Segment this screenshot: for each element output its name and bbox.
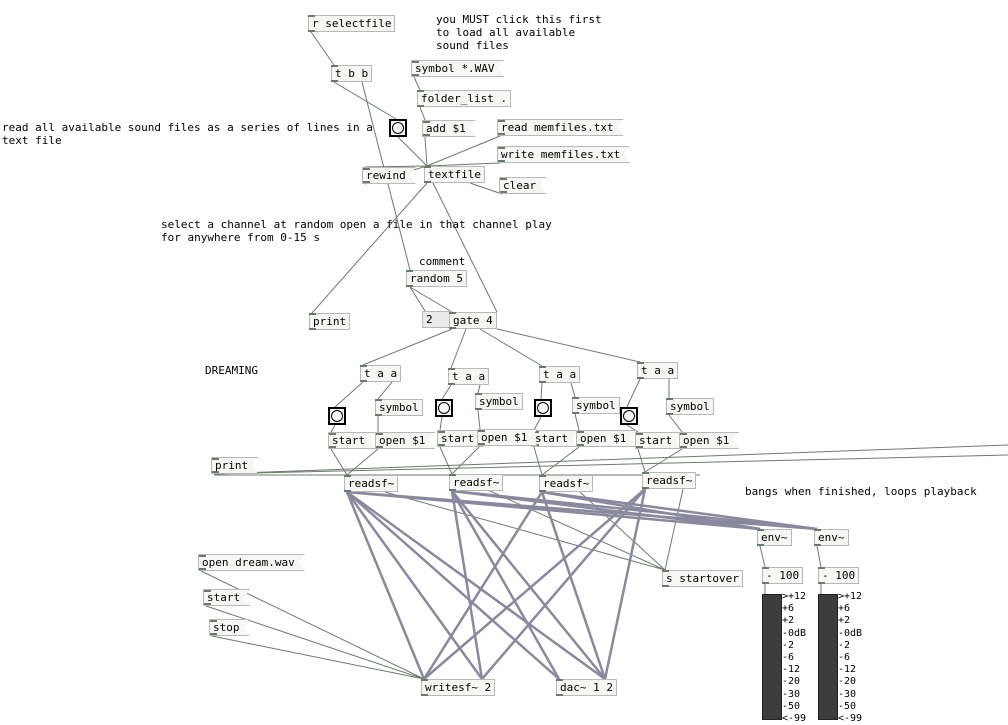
- symbol-object-4[interactable]: symbol: [666, 398, 714, 415]
- textfile-object[interactable]: textfile: [424, 166, 485, 183]
- open-message-3[interactable]: open $1: [576, 430, 636, 447]
- print-object[interactable]: print: [309, 313, 351, 330]
- write-memfiles-message[interactable]: write memfiles.txt: [497, 146, 630, 163]
- dac-object[interactable]: dac~ 1 2: [556, 679, 617, 696]
- symbol-object-2[interactable]: symbol: [475, 393, 523, 410]
- bang-button-4[interactable]: [620, 407, 638, 425]
- vu-meter-2: [818, 594, 838, 720]
- symbol-object-1[interactable]: symbol: [375, 399, 423, 416]
- clear-message[interactable]: clear: [499, 177, 546, 194]
- readsf-object-2[interactable]: readsf~: [449, 474, 504, 491]
- trigger-aa-object-1[interactable]: t a a: [360, 365, 402, 382]
- open-message-1[interactable]: open $1: [375, 432, 435, 449]
- open-dream-message[interactable]: open dream.wav: [198, 554, 305, 571]
- bang-button-2[interactable]: [435, 399, 453, 417]
- comment-must-click: you MUST click this first to load all av…: [436, 13, 602, 52]
- env-object-1[interactable]: env~: [757, 529, 792, 546]
- print-message[interactable]: print: [211, 457, 258, 474]
- start-message-3[interactable]: start: [531, 430, 578, 447]
- trigger-bb-object[interactable]: t b b: [331, 65, 373, 82]
- minus-100-object-1[interactable]: - 100: [762, 567, 804, 584]
- add-message[interactable]: add $1: [422, 120, 476, 137]
- gate-object[interactable]: gate 4: [449, 312, 497, 329]
- bang-load-button[interactable]: [389, 119, 407, 137]
- readsf-object-4[interactable]: readsf~: [642, 472, 697, 489]
- writesf-object[interactable]: writesf~ 2: [421, 679, 496, 696]
- symbol-object-3[interactable]: symbol: [572, 397, 620, 414]
- bang-button-3[interactable]: [534, 399, 552, 417]
- vu-scale-2: >+12 +6 +2 -0dB -2 -6 -12 -20 -30 -50 <-…: [838, 591, 863, 725]
- minus-100-object-2[interactable]: - 100: [818, 567, 860, 584]
- start-message-4[interactable]: start: [635, 432, 682, 449]
- vu-meter-1: [762, 594, 782, 720]
- readsf-object-3[interactable]: readsf~: [539, 475, 594, 492]
- start-message-2[interactable]: start: [437, 430, 484, 447]
- comment-bangs-finished: bangs when finished, loops playback: [745, 485, 977, 498]
- stop-message[interactable]: stop: [209, 619, 250, 636]
- readsf-object-1[interactable]: readsf~: [344, 475, 399, 492]
- env-object-2[interactable]: env~: [814, 529, 849, 546]
- bang-button-1[interactable]: [328, 407, 346, 425]
- start-message-1[interactable]: start: [328, 432, 375, 449]
- comment-label: comment: [419, 255, 466, 268]
- rewind-message[interactable]: rewind: [362, 167, 416, 184]
- trigger-aa-object-4[interactable]: t a a: [637, 362, 679, 379]
- comment-read-all: read all available sound files as a seri…: [2, 121, 373, 147]
- folder-list-object[interactable]: folder_list .: [417, 90, 512, 107]
- trigger-aa-object-3[interactable]: t a a: [539, 366, 581, 383]
- vu-scale-1: >+12 +6 +2 -0dB -2 -6 -12 -20 -30 -50 <-…: [782, 591, 807, 725]
- open-message-4[interactable]: open $1: [679, 432, 739, 449]
- receive-selectfile-object[interactable]: r selectfile: [308, 15, 396, 32]
- random-object[interactable]: random 5: [406, 270, 467, 287]
- trigger-aa-object-2[interactable]: t a a: [448, 368, 490, 385]
- open-message-2[interactable]: open $1: [477, 429, 537, 446]
- comment-select-channel: select a channel at random open a file i…: [161, 218, 552, 244]
- comment-dreaming: DREAMING: [205, 364, 258, 377]
- read-memfiles-message[interactable]: read memfiles.txt: [497, 119, 624, 136]
- start-record-message[interactable]: start: [203, 589, 250, 606]
- symbol-wav-message[interactable]: symbol *.WAV: [411, 60, 504, 77]
- send-startover-object[interactable]: s startover: [662, 570, 743, 587]
